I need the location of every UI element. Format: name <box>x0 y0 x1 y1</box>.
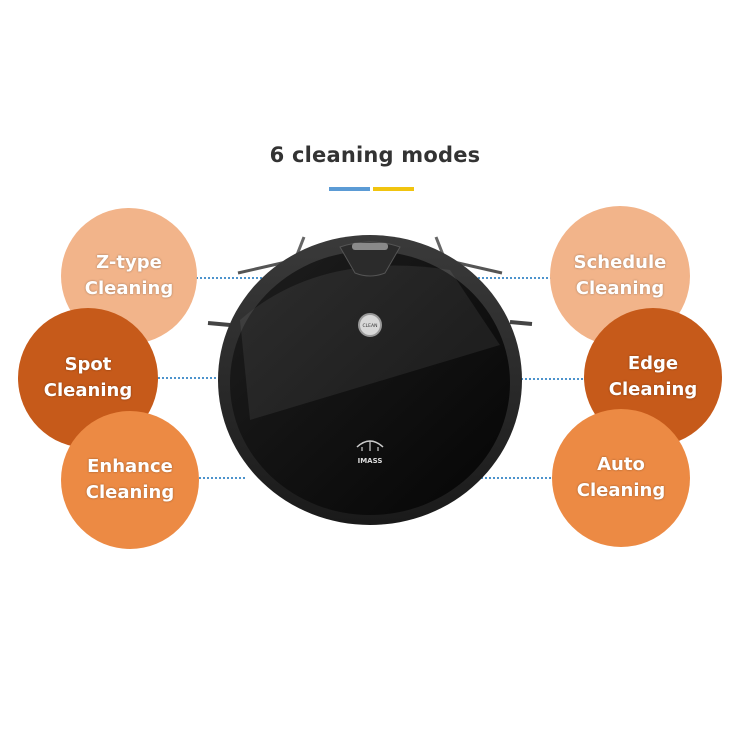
connector-auto <box>478 477 554 479</box>
connector-z-type <box>172 277 270 279</box>
clean-button-label: CLEAN <box>363 323 378 329</box>
brand-logo-text: IMASS <box>358 457 383 465</box>
mode-label: Edge Cleaning <box>608 353 698 400</box>
mode-enhance: Enhance Cleaning <box>61 411 199 549</box>
connector-spot <box>155 377 223 379</box>
mode-label: Spot Cleaning <box>43 354 133 401</box>
mode-label: Z-type Cleaning <box>84 252 174 299</box>
mode-label: Enhance Cleaning <box>85 456 175 503</box>
connector-schedule <box>470 277 552 279</box>
page-title: 6 cleaning modes <box>269 143 481 167</box>
connector-edge <box>514 378 586 380</box>
connector-enhance <box>190 477 245 479</box>
mode-label: Auto Cleaning <box>576 454 666 501</box>
mode-label: Schedule Cleaning <box>573 252 667 299</box>
accent-bar-yellow <box>373 187 414 191</box>
accent-bar-blue <box>329 187 370 191</box>
robot-vacuum-image: CLEAN IMASS <box>207 235 533 525</box>
mode-auto: Auto Cleaning <box>552 409 690 547</box>
